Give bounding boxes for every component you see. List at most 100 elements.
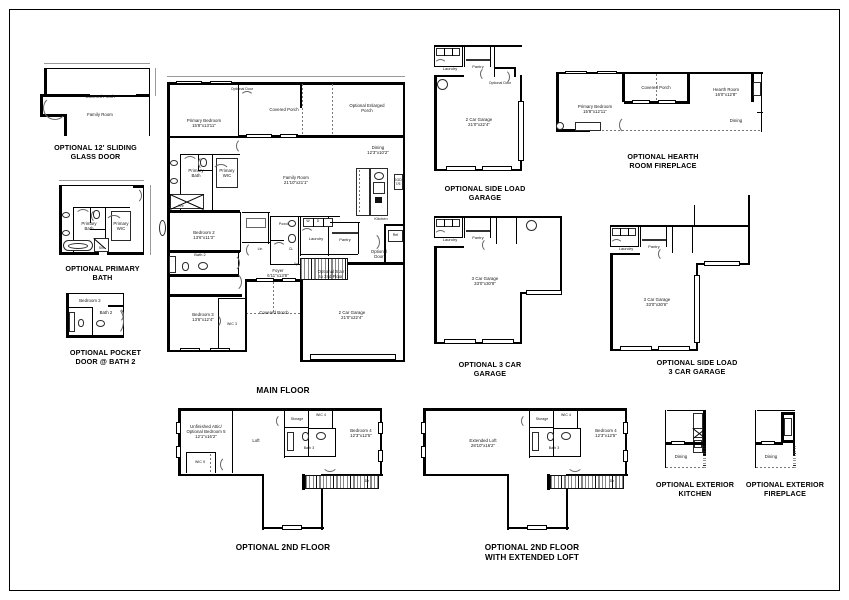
room-label: Foyer — [272, 268, 284, 273]
room-label: Covered Porch — [85, 94, 115, 99]
room-label: 2 Car Garage — [338, 310, 366, 315]
room-dims: 12'1"x16'2" — [195, 434, 217, 439]
plan-main-floor: Primary Bedroom 15'8"x13'11" Optional Do… — [159, 76, 405, 362]
plan-sliding-glass-door: Covered Porch Family Room — [40, 63, 156, 136]
room-label: Dining — [674, 454, 688, 459]
plan-hearth-room: Primary Bedroom 15'8"x12'11" Covered Por… — [553, 71, 768, 144]
room-label: Kitchen — [374, 216, 388, 221]
room-label: Bedroom 2 — [193, 230, 215, 235]
annotation-optional-stair: Optional Stair to 2nd Floor — [317, 269, 345, 280]
annotation-down: Dn — [364, 479, 370, 483]
room-label: WIC 4 — [561, 413, 571, 417]
room-label: Primary WIC — [113, 221, 129, 232]
caption-side-load-three-car: OPTIONAL SIDE LOAD 3 CAR GARAGE — [656, 358, 738, 377]
plan-second-floor-extended-loft: Extended Loft 28'10"x16'2" Storage WIC 4… — [417, 408, 637, 533]
caption-three-car-garage: OPTIONAL 3 CAR GARAGE — [458, 360, 522, 379]
room-label: Pantry — [472, 235, 484, 240]
room-label: 3 Car Garage — [471, 276, 499, 281]
room-label: Primary Bath — [188, 168, 204, 179]
caption-second-floor: OPTIONAL 2ND FLOOR — [235, 543, 331, 552]
room-label: Pantry — [648, 244, 660, 249]
plan-pocket-door: Bedroom 2 Bath 2 — [62, 293, 142, 338]
room-label: Bedroom 2 — [79, 298, 101, 303]
room-dims: 15'8"x12'11" — [583, 109, 607, 114]
room-label: Pantry — [339, 237, 351, 242]
annotation-up: Up — [293, 262, 299, 266]
room-label: Primary Bedroom — [186, 118, 222, 123]
room-label: Bedroom 4 — [595, 428, 617, 433]
caption-pocket-door: OPTIONAL POCKET DOOR @ BATH 2 — [69, 348, 142, 367]
room-label: Primary Bedroom — [577, 104, 613, 109]
caption-side-load-garage: OPTIONAL SIDE LOAD GARAGE — [444, 184, 526, 203]
caption-exterior-kitchen: OPTIONAL EXTERIOR KITCHEN — [655, 480, 735, 499]
caption-main-floor: MAIN FLOOR — [256, 386, 310, 395]
room-label: 3 Car Garage — [643, 297, 671, 302]
room-dims: 15'8"x13'11" — [192, 123, 216, 128]
sheet-border — [9, 9, 840, 591]
room-label: Dining — [729, 118, 743, 123]
plan-second-floor: Unfinished Attic/ Optional Bedroom 5 12'… — [172, 408, 392, 533]
room-dims: 12'3"x10'2" — [367, 150, 389, 155]
room-label: Dining — [371, 145, 385, 150]
room-label: Bath 2 — [99, 310, 113, 315]
plan-three-car-garage: Laundry Pantry 3 Car Garage 33'0"x30'8" — [428, 216, 568, 356]
room-label: WIC 5 — [195, 460, 205, 464]
room-label: Bath 3 — [548, 446, 560, 450]
room-label: Family Room — [87, 112, 113, 117]
room-dims: 13'6"x12'4" — [192, 317, 214, 322]
room-label: Primary Bath — [81, 221, 97, 232]
caption-hearth-room: OPTIONAL HEARTH ROOM FIREPLACE — [627, 152, 699, 171]
annotation-down: Dn — [609, 479, 615, 483]
room-dims: 16'0"x12'8" — [715, 92, 737, 97]
annotation-optional-door: Optional Door — [488, 81, 512, 85]
room-label: Primary WIC — [219, 168, 235, 179]
room-label: Unfinished Attic/ Optional Bedroom 5 — [186, 424, 226, 435]
room-label: Optional Enlarged Porch — [349, 103, 385, 114]
room-label: Bedroom 4 — [350, 428, 372, 433]
room-label: Hearth Room — [712, 87, 740, 92]
room-dims: 12'3"x12'5" — [350, 433, 372, 438]
room-label: WIC 4 — [316, 413, 326, 417]
room-label: Bath 2 — [194, 252, 206, 257]
room-label: Laundry — [442, 237, 458, 242]
room-label: Laundry — [308, 236, 324, 241]
room-label: 2 Car Garage — [465, 117, 493, 122]
room-dims: 33'0"x30'6" — [646, 302, 668, 307]
plan-exterior-fireplace: Dining — [745, 410, 815, 472]
plan-primary-bath: Shr Primary Bath Primary WIC — [55, 180, 151, 255]
annotation-cl: CL — [288, 247, 294, 251]
room-label: Covered Porch — [259, 310, 289, 315]
room-dims: 21'0"x22'4" — [341, 315, 363, 320]
room-dims: 21'10"x21'1" — [283, 180, 309, 185]
room-dims: 21'0"x22'4" — [468, 122, 490, 127]
room-label: Pantry — [472, 64, 484, 69]
room-dims: 6'11"x13'8" — [267, 273, 289, 278]
room-label: WIC 3 — [227, 322, 237, 326]
caption-sliding-glass-door: OPTIONAL 12' SLIDING GLASS DOOR — [54, 143, 137, 162]
room-label: Bath 3 — [303, 446, 315, 450]
room-label: Storage — [290, 417, 304, 421]
room-label: Covered Porch — [641, 85, 671, 90]
annotation-optional-door-garage: Optional Door — [370, 249, 388, 260]
room-label: Dining — [764, 454, 778, 459]
plan-side-load-three-car: Laundry Pantry 3 Car Garage 33'0"x30'6" — [604, 195, 764, 355]
plan-side-load-garage: Laundry Pantry Optional Door 2 Car Garag… — [428, 45, 533, 180]
room-label: Laundry — [618, 246, 634, 251]
caption-primary-bath: OPTIONAL PRIMARY BATH — [65, 264, 140, 283]
room-label: Loft — [252, 438, 260, 443]
room-label: Laundry — [442, 66, 458, 71]
room-dims: 28'10"x16'2" — [470, 443, 496, 448]
annotation-optional-door: Optional Door — [230, 87, 254, 91]
room-label: Storage — [535, 417, 549, 421]
room-label: Extended Loft — [469, 438, 497, 443]
room-dims: 33'0"x30'8" — [474, 281, 496, 286]
room-label: Powder — [278, 222, 292, 226]
room-dims: 12'3"x12'5" — [595, 433, 617, 438]
room-label: Covered Porch — [269, 107, 299, 112]
caption-exterior-fireplace: OPTIONAL EXTERIOR FIREPLACE — [745, 480, 825, 499]
annotation-ref: Ref — [392, 233, 399, 237]
caption-second-floor-ext-loft: OPTIONAL 2ND FLOOR WITH EXTENDED LOFT — [484, 543, 580, 562]
room-label: Family Room — [283, 175, 309, 180]
plan-exterior-kitchen: Dining — [655, 410, 725, 472]
